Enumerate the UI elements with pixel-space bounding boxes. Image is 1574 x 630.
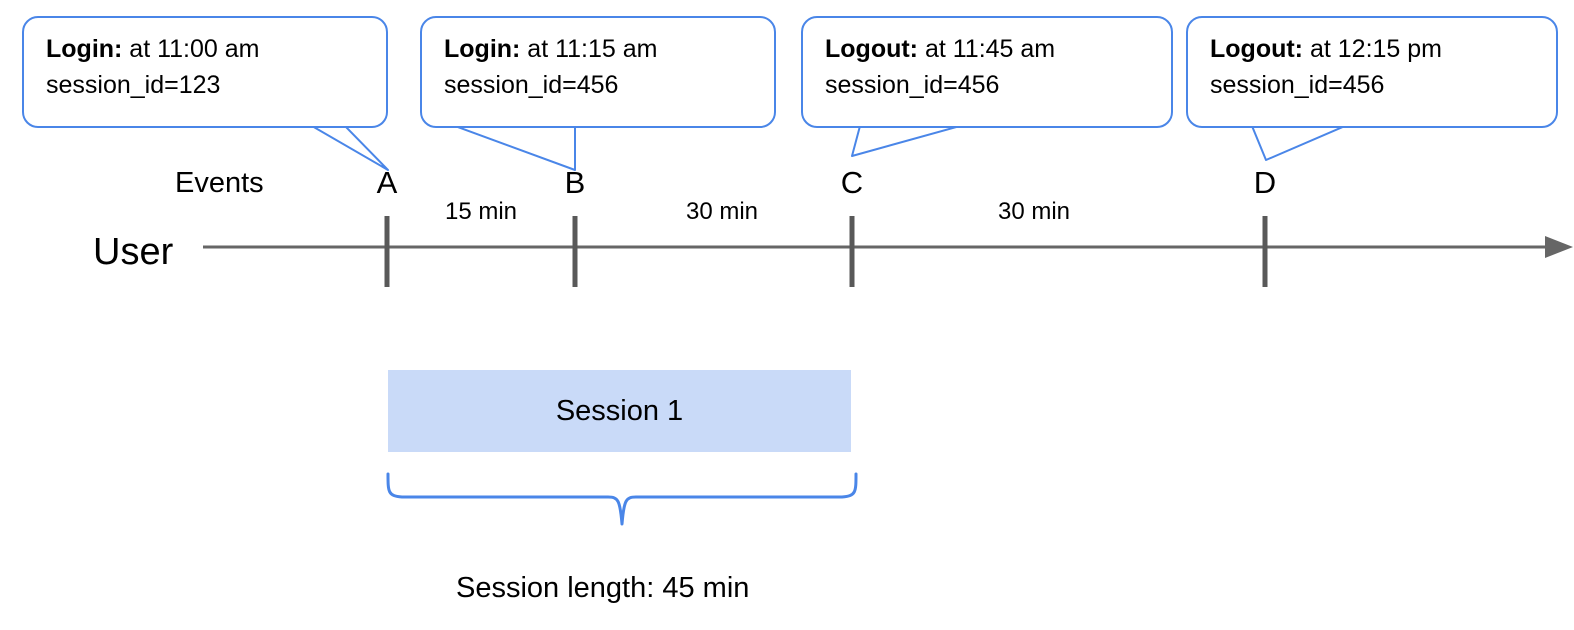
callout-c-type: Logout: [825,35,919,63]
interval-label-ab: 15 min [444,198,518,225]
callout-d-session: session_id=456 [1210,70,1385,99]
callout-a-type: Login: [46,35,123,63]
session-length-caption: Session length: 45 min [456,572,750,604]
callout-event-d[interactable]: Logout: at 12:15 pm session_id=456 [1186,16,1558,128]
event-marker-label-b: B [564,165,586,200]
callout-c-session: session_id=456 [825,70,1000,99]
session-bar-label: Session 1 [555,394,684,427]
callout-event-a[interactable]: Login: at 11:00 am session_id=123 [22,16,388,128]
callout-d-type: Logout: [1210,35,1304,63]
callout-a-time: at 11:00 am [122,35,260,63]
interval-label-cd: 30 min [997,198,1071,225]
callout-b-type: Login: [444,35,521,63]
callout-d-time: at 12:15 pm [1303,35,1442,63]
event-marker-label-c: C [840,165,864,200]
callout-b-line1: Login: at 11:15 am [444,32,756,68]
interval-label-bc: 30 min [685,198,759,225]
callout-b-session: session_id=456 [444,70,619,99]
event-marker-label-a: A [376,165,398,200]
session-length-brace [386,472,858,526]
session-bar[interactable]: Session 1 [388,370,851,452]
callout-a-line1: Login: at 11:00 am [46,32,368,68]
callout-event-c[interactable]: Logout: at 11:45 am session_id=456 [801,16,1173,128]
callout-a-session: session_id=123 [46,70,221,99]
callout-c-time: at 11:45 am [918,35,1056,63]
callout-b-time: at 11:15 am [520,35,658,63]
event-marker-label-d: D [1253,165,1277,200]
callout-d-line1: Logout: at 12:15 pm [1210,32,1538,68]
callout-c-line1: Logout: at 11:45 am [825,32,1153,68]
callout-event-b[interactable]: Login: at 11:15 am session_id=456 [420,16,776,128]
row-label-events: Events [175,167,264,199]
row-label-user: User [93,231,174,273]
